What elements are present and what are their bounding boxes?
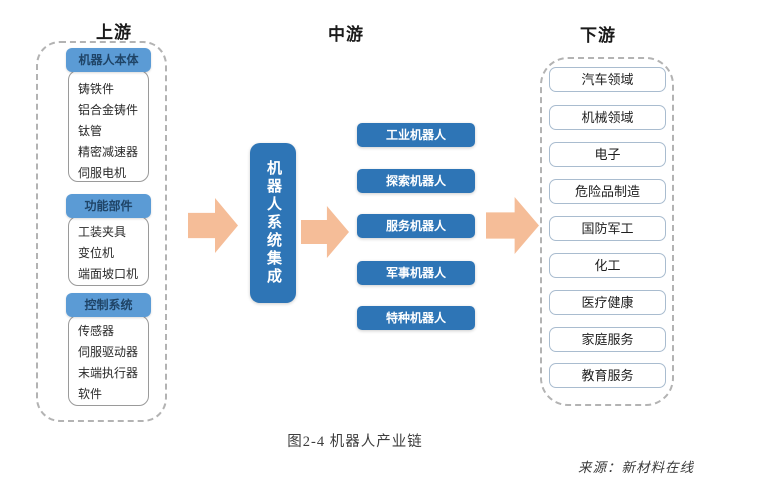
robot-type-box: 服务机器人 [357,214,475,238]
right-arrow-icon [301,206,349,258]
right-arrow-icon [486,197,539,254]
component-item: 末端执行器 [78,366,139,380]
application-field-box: 电子 [549,142,666,167]
figure-source: 来源：新材料在线 [578,460,694,475]
application-field-box: 化工 [549,253,666,278]
group-items-robot-body: 铸铁件 铝合金铸件 钛管 精密减速器 伺服电机 [68,70,149,182]
midstream-title: 中游 [328,25,364,44]
robot-type-box: 军事机器人 [357,261,475,285]
right-arrow-icon [188,198,238,253]
application-field-box: 家庭服务 [549,327,666,352]
component-item: 端面坡口机 [78,267,139,281]
robot-type-box: 工业机器人 [357,123,475,147]
group-items-functional-parts: 工装夹具 变位机 端面坡口机 [68,216,149,286]
component-item: 传感器 [78,324,115,338]
component-item: 伺服电机 [78,166,127,180]
component-item: 钛管 [78,124,103,138]
component-item: 变位机 [78,246,115,260]
upstream-container [36,41,167,422]
robot-type-box: 探索机器人 [357,169,475,193]
component-item: 精密减速器 [78,145,139,159]
component-item: 铝合金铸件 [78,103,139,117]
group-items-control-system: 传感器 伺服驱动器 末端执行器 软件 [68,315,149,406]
application-field-box: 教育服务 [549,363,666,388]
component-item: 软件 [78,387,103,401]
group-header-robot-body: 机器人本体 [66,48,151,72]
application-field-box: 医疗健康 [549,290,666,315]
application-field-box: 国防军工 [549,216,666,241]
system-integration-label: 机器人系统集成 [265,160,282,286]
component-item: 工装夹具 [78,225,127,239]
group-header-functional-parts: 功能部件 [66,194,151,218]
application-field-box: 汽车领域 [549,67,666,92]
figure-caption: 图2-4 机器人产业链 [287,434,423,450]
robot-type-box: 特种机器人 [357,306,475,330]
system-integration-box: 机器人系统集成 [250,143,296,303]
application-field-box: 危险品制造 [549,179,666,204]
downstream-container [540,57,674,406]
application-field-box: 机械领域 [549,105,666,130]
upstream-title: 上游 [96,23,132,42]
component-item: 铸铁件 [78,82,115,96]
downstream-title: 下游 [580,26,616,45]
group-header-control-system: 控制系统 [66,293,151,317]
component-item: 伺服驱动器 [78,345,139,359]
